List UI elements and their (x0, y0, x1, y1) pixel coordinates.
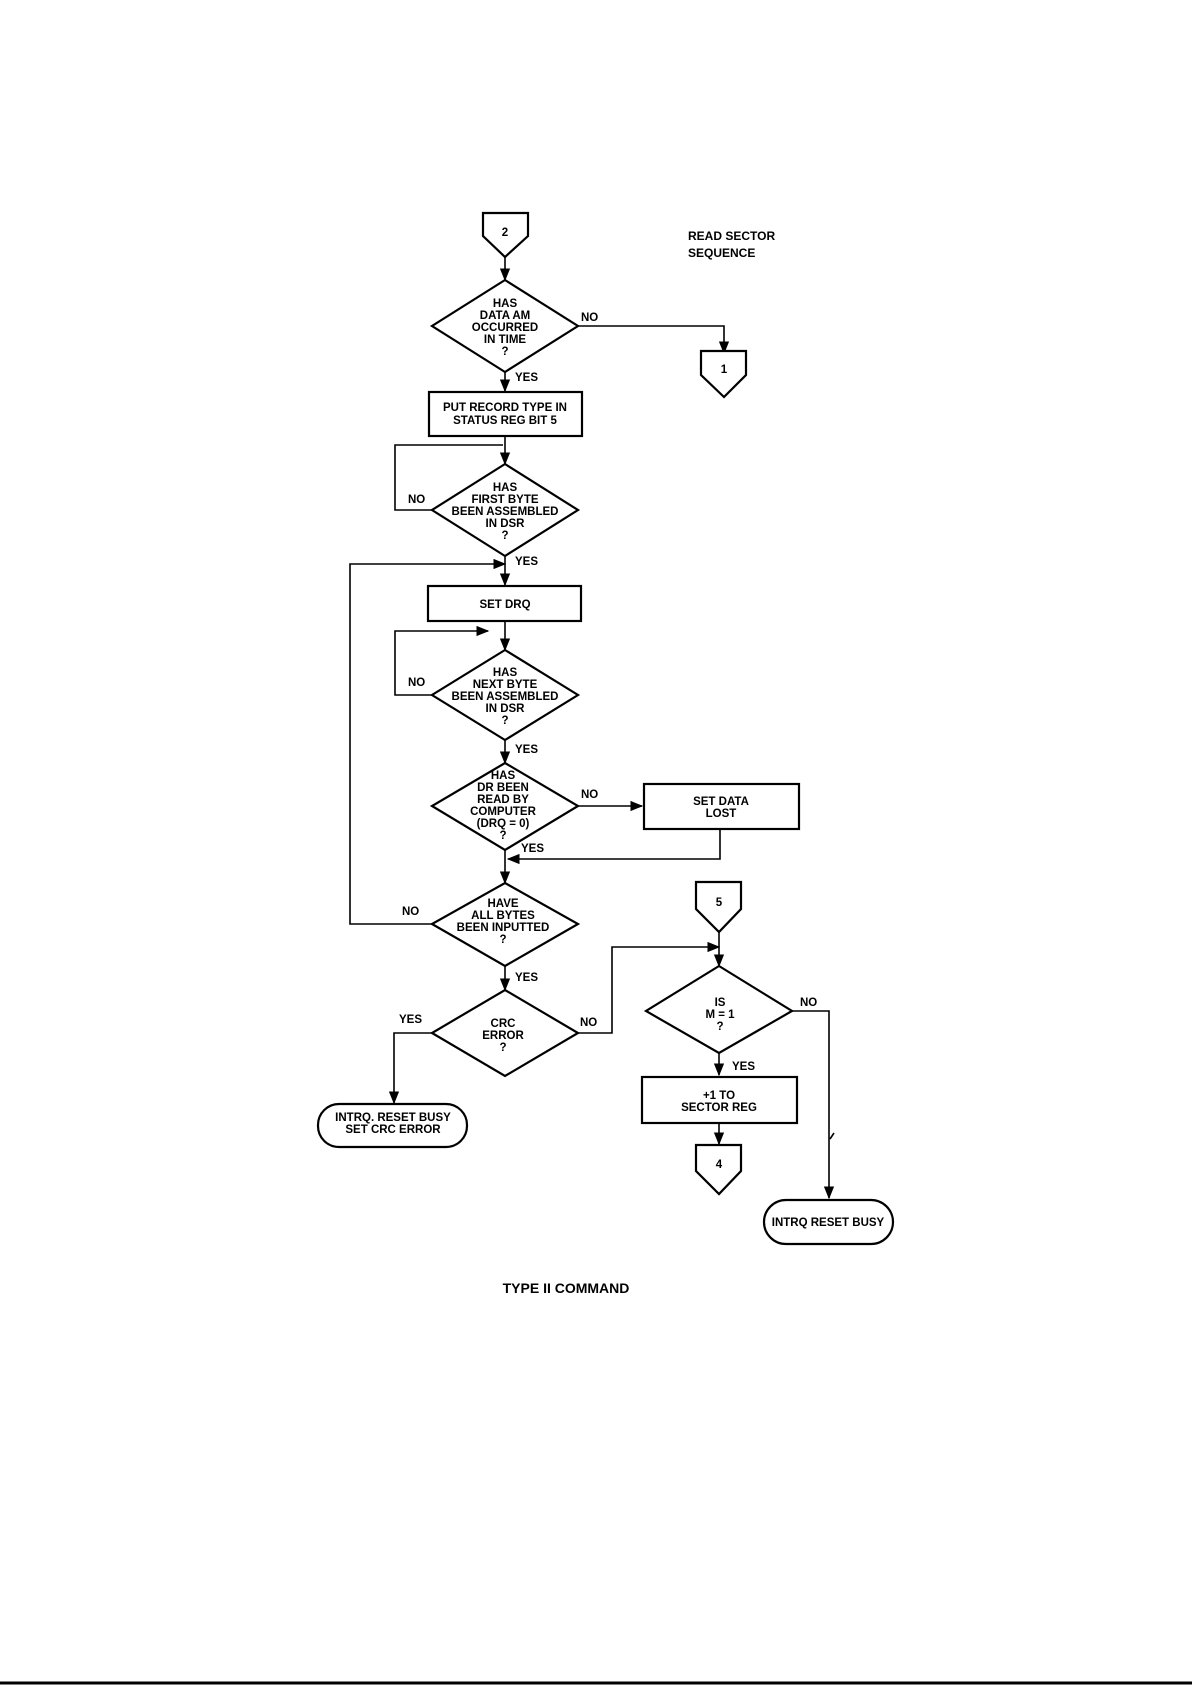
connector-1-label: 1 (721, 364, 728, 376)
connector-4: 4 (694, 1143, 743, 1196)
decision-has-data-am-line-3: OCCURRED (472, 322, 538, 334)
decision-first-byte-line-3: BEEN ASSEMBLED (452, 506, 559, 518)
terminal-intrq-crc-error-line-1: INTRQ. RESET BUSY (335, 1112, 451, 1124)
edge-ism-no-to-intrqreset (792, 1010, 835, 1200)
edge-label-crc-yes: YES (399, 1014, 422, 1026)
edge-label-drread-no: NO (581, 789, 598, 801)
edge-firstbyte-no-loop (394, 444, 503, 511)
decision-first-byte-line-5: ? (501, 530, 508, 542)
decision-all-bytes-line-1: HAVE (487, 898, 518, 910)
edge-allbytes-no-to-setdrq (349, 558, 507, 925)
connector-4-label: 4 (716, 1159, 723, 1171)
decision-dr-read-line-2: DR BEEN (477, 782, 529, 794)
decision-first-byte-line-2: FIRST BYTE (471, 494, 538, 506)
decision-first-byte-line-4: IN DSR (486, 518, 526, 530)
decision-dr-read-line-3: READ BY (477, 794, 529, 806)
decision-next-byte-line-1: HAS (493, 667, 518, 679)
process-plus-one-sector-reg: +1 TO SECTOR REG (640, 1075, 799, 1125)
edge-label-ism-yes: YES (732, 1061, 755, 1073)
edge-label-nextbyte-yes: YES (515, 744, 538, 756)
connector-5: 5 (694, 880, 743, 934)
decision-dr-read-line-1: HAS (491, 770, 516, 782)
decision-next-byte-line-4: IN DSR (486, 703, 526, 715)
process-put-record: PUT RECORD TYPE IN STATUS REG BIT 5 (427, 390, 584, 438)
decision-dr-read-line-6: ? (499, 830, 506, 842)
decision-is-m-line-2: M = 1 (705, 1009, 735, 1021)
process-plus-one-line-1: +1 TO (703, 1090, 735, 1102)
decision-next-byte-line-2: NEXT BYTE (473, 679, 538, 691)
edge-label-nextbyte-no: NO (408, 677, 425, 689)
decision-has-data-am-line-5: ? (501, 346, 508, 358)
decision-all-bytes-line-4: ? (499, 934, 506, 946)
flowchart-nodes: 2 HAS DATA AM OCCURRED IN TIME ? 1 PUT R… (316, 211, 895, 1246)
diagram-caption: TYPE II COMMAND (503, 1280, 630, 1296)
process-put-record-line-2: STATUS REG BIT 5 (453, 415, 557, 427)
decision-has-data-am-line-2: DATA AM (480, 310, 530, 322)
connector-1: 1 (699, 349, 748, 399)
decision-has-data-am-line-4: IN TIME (484, 334, 526, 346)
process-set-drq-line-1: SET DRQ (479, 599, 530, 611)
edge-label-crc-no: NO (580, 1017, 597, 1029)
decision-next-byte-line-3: BEEN ASSEMBLED (452, 691, 559, 703)
edge-crc-yes-to-intrqcrc (388, 1032, 432, 1105)
process-set-data-lost-line-2: LOST (706, 808, 737, 820)
process-plus-one-line-2: SECTOR REG (681, 1102, 757, 1114)
connector-2-label: 2 (502, 227, 508, 239)
decision-crc-error-line-1: CRC (491, 1018, 516, 1030)
flowchart-edges (349, 255, 835, 1200)
process-put-record-line-1: PUT RECORD TYPE IN (443, 402, 567, 414)
diagram-title-line-1: READ SECTOR (688, 229, 775, 243)
stray-pen-mark (829, 1132, 835, 1140)
terminal-intrq-reset-busy-line-1: INTRQ RESET BUSY (772, 1217, 885, 1229)
edge-crc-no-to-ism (578, 941, 721, 1034)
decision-all-bytes-line-3: BEEN INPUTTED (457, 922, 550, 934)
edge-label-dataam-yes: YES (515, 372, 538, 384)
decision-all-bytes-line-2: ALL BYTES (471, 910, 535, 922)
decision-first-byte: HAS FIRST BYTE BEEN ASSEMBLED IN DSR ? (429, 462, 581, 558)
terminal-intrq-crc-error: INTRQ. RESET BUSY SET CRC ERROR (316, 1102, 469, 1149)
connector-5-label: 5 (716, 897, 723, 909)
decision-dr-read-line-4: COMPUTER (470, 806, 537, 818)
edge-label-allbytes-no: NO (402, 906, 419, 918)
connector-2: 2 (481, 211, 530, 259)
edge-labels: NO YES NO YES NO YES NO YES NO YES YES N… (399, 312, 817, 1073)
diagram-title: READ SECTOR SEQUENCE (688, 229, 775, 260)
edge-label-firstbyte-no: NO (408, 494, 425, 506)
edge-label-firstbyte-yes: YES (515, 556, 538, 568)
process-set-drq: SET DRQ (426, 584, 583, 623)
decision-all-bytes: HAVE ALL BYTES BEEN INPUTTED ? (429, 881, 581, 968)
edge-dataam-no-to-conn1 (578, 325, 730, 355)
diagram-title-line-2: SEQUENCE (688, 246, 755, 260)
edge-label-allbytes-yes: YES (515, 972, 538, 984)
edge-label-dataam-no: NO (581, 312, 598, 324)
decision-is-m-line-1: IS (715, 997, 726, 1009)
decision-has-data-am: HAS DATA AM OCCURRED IN TIME ? (429, 278, 581, 374)
edge-nextbyte-no-loop (394, 625, 490, 696)
decision-first-byte-line-1: HAS (493, 482, 518, 494)
decision-next-byte: HAS NEXT BYTE BEEN ASSEMBLED IN DSR ? (429, 648, 581, 742)
process-set-data-lost-line-1: SET DATA (693, 796, 749, 808)
decision-is-m-line-3: ? (716, 1021, 723, 1033)
edge-label-drread-yes: YES (521, 843, 544, 855)
process-set-data-lost: SET DATA LOST (642, 782, 801, 831)
decision-dr-read: HAS DR BEEN READ BY COMPUTER (DRQ = 0) ? (429, 761, 581, 852)
decision-dr-read-line-5: (DRQ = 0) (477, 818, 530, 830)
terminal-intrq-crc-error-line-2: SET CRC ERROR (345, 1124, 441, 1136)
edge-label-ism-no: NO (800, 997, 817, 1009)
terminal-intrq-reset-busy: INTRQ RESET BUSY (762, 1198, 895, 1246)
decision-crc-error-line-2: ERROR (482, 1030, 524, 1042)
decision-next-byte-line-5: ? (501, 715, 508, 727)
decision-crc-error: CRC ERROR ? (429, 988, 581, 1078)
decision-crc-error-line-3: ? (499, 1042, 506, 1054)
decision-has-data-am-line-1: HAS (493, 298, 518, 310)
edge-setlost-to-merge (506, 830, 721, 865)
decision-is-m-equal-1: IS M = 1 ? (643, 964, 795, 1055)
